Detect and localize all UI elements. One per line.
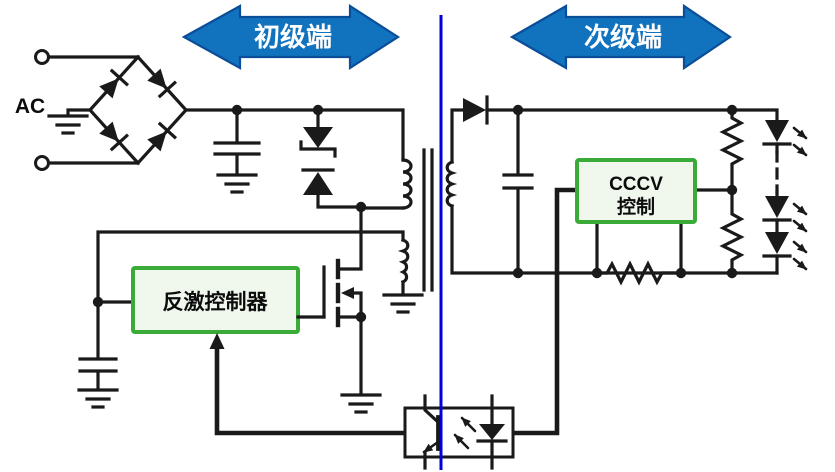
output-capacitor-icon — [502, 108, 534, 275]
mosfet-body-arrow — [341, 287, 354, 299]
cccv-control-box: CCCV 控制 — [510, 158, 734, 436]
ac-terminal-bottom — [34, 155, 50, 171]
transformer-icon — [359, 148, 458, 292]
bridge-diode-br-icon — [147, 121, 178, 152]
opto-light-arrow-2 — [460, 416, 477, 433]
aux-winding — [397, 237, 410, 285]
primary-side-label: 初级端 — [254, 22, 332, 52]
clamp-tvs-diode-icon — [299, 108, 363, 209]
secondary-side-arrow: 次级端 — [509, 3, 732, 71]
ac-ground-icon — [47, 108, 92, 135]
aux-ground-icon — [382, 280, 424, 314]
input-bulk-capacitor-icon — [213, 108, 261, 194]
bridge-diode-tr-icon — [147, 68, 178, 99]
secondary-side-label: 次级端 — [584, 22, 662, 52]
opto-led-icon — [479, 424, 505, 440]
ac-input-terminals — [34, 49, 140, 171]
power-mosfet-icon — [296, 205, 382, 414]
bridge-diode-tl-icon — [99, 68, 130, 99]
feedback-arrow — [209, 333, 408, 436]
led-3-icon — [762, 232, 808, 275]
led-2-icon — [762, 190, 808, 234]
primary-dc-rail — [184, 108, 405, 162]
cccv-label-line1: CCCV — [609, 174, 663, 195]
output-rectifier-diode-icon — [450, 95, 779, 164]
led-1-icon — [762, 120, 808, 157]
mosfet-drain-lead — [336, 205, 363, 271]
ac-terminal-top — [34, 49, 50, 65]
flyback-controller-label: 反激控制器 — [163, 290, 269, 314]
divider-resistor-lower-icon — [719, 188, 745, 275]
secondary-winding — [445, 159, 458, 209]
primary-winding — [401, 158, 413, 210]
led-string — [762, 120, 808, 275]
mosfet-source-lead — [336, 315, 363, 396]
bridge-rectifier-icon — [87, 54, 189, 166]
flyback-controller-box: 反激控制器 — [96, 266, 300, 334]
aux-vcc-line — [96, 230, 405, 304]
optocoupler-icon — [403, 394, 515, 470]
divider-resistor-upper-icon — [719, 108, 745, 192]
junction-dots — [92, 104, 738, 323]
cccv-label-line2: 控制 — [617, 195, 655, 218]
current-sense-resistor-icon — [595, 260, 683, 286]
primary-side-arrow: 初级端 — [181, 3, 401, 71]
vcc-capacitor-icon — [77, 300, 119, 409]
ac-label: AC — [15, 95, 45, 118]
zener-bar — [299, 140, 337, 158]
bridge-diode-bl-icon — [99, 121, 130, 152]
opto-light-arrow-1 — [453, 433, 470, 450]
